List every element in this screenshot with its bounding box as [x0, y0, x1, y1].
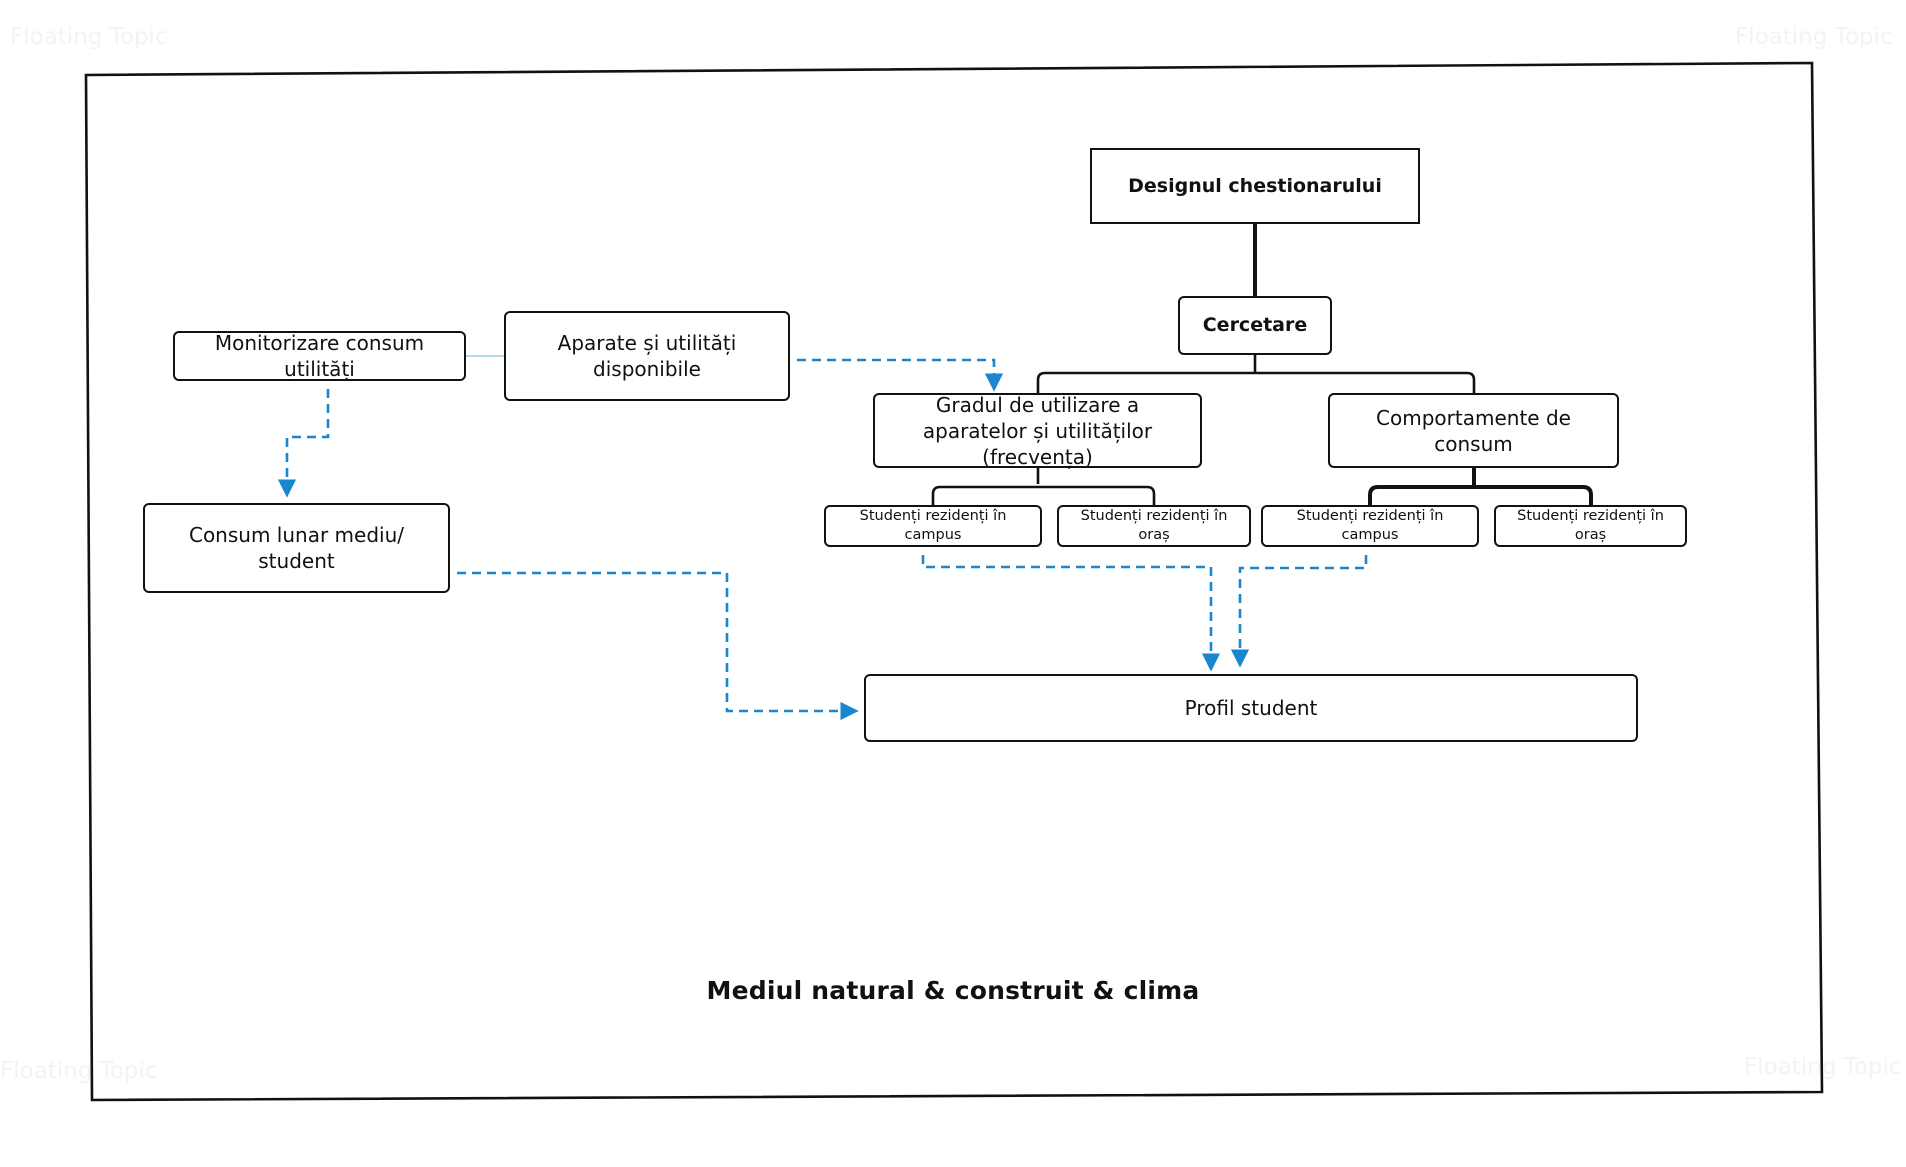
node-questionnaire-design[interactable]: Designul chestionarului: [1090, 148, 1420, 224]
node-student-profile-label: Profil student: [1184, 696, 1318, 720]
ghost-label-bottom-right: Floating Topic: [1744, 1054, 1902, 1080]
node-behaviour-campus-residents[interactable]: Studenți rezidenți în campus: [1261, 505, 1479, 547]
appliances-to-usage-arrow: [797, 358, 1004, 392]
node-research[interactable]: Cercetare: [1178, 296, 1332, 355]
node-usage-city-residents[interactable]: Studenți rezidenți în oraș: [1057, 505, 1251, 547]
node-usage-city-residents-label: Studenți rezidenți în oraș: [1080, 508, 1228, 543]
node-consumption-behaviour-label: Comportamente de consum: [1376, 406, 1571, 456]
monthly-to-profile-arrow: [457, 571, 859, 721]
campus-to-profile-arrow: [921, 555, 1221, 672]
node-questionnaire-design-label: Designul chestionarului: [1128, 174, 1382, 197]
ghost-label-top-right: Floating Topic: [1735, 24, 1893, 50]
node-behaviour-city-residents-label: Studenți rezidenți în oraș: [1517, 508, 1664, 543]
node-monthly-consumption[interactable]: Consum lunar mediu/ student: [143, 503, 450, 593]
ghost-label-bottom-left: Floating Topic: [0, 1058, 158, 1084]
research-to-children-line: [1036, 355, 1476, 394]
campus2-to-profile-arrow: [1230, 555, 1368, 668]
usage-to-residents-line: [931, 467, 1156, 506]
node-student-profile[interactable]: Profil student: [864, 674, 1638, 742]
node-appliances[interactable]: Aparate și utilități disponibile: [504, 311, 790, 401]
node-behaviour-campus-residents-label: Studenți rezidenți în campus: [1296, 508, 1444, 543]
node-consumption-behaviour[interactable]: Comportamente de consum: [1328, 393, 1619, 468]
node-usage-campus-residents[interactable]: Studenți rezidenți în campus: [824, 505, 1042, 547]
dashed-arrows: [277, 358, 1368, 721]
node-appliances-label: Aparate și utilități disponibile: [557, 331, 737, 381]
node-monthly-consumption-label: Consum lunar mediu/ student: [188, 523, 404, 573]
node-monitoring-label: Monitorizare consum utilități: [214, 331, 425, 381]
monitoring-to-monthly-arrow: [277, 389, 330, 498]
node-usage-degree[interactable]: Gradul de utilizare a aparatelor și util…: [873, 392, 1202, 469]
node-behaviour-city-residents[interactable]: Studenți rezidenți în oraș: [1494, 505, 1687, 547]
node-usage-degree-label: Gradul de utilizare a aparatelor și util…: [922, 392, 1153, 469]
node-research-label: Cercetare: [1202, 314, 1308, 337]
node-monitoring[interactable]: Monitorizare consum utilități: [173, 331, 466, 381]
ghost-label-top-left: Floating Topic: [10, 24, 168, 50]
hierarchy-connectors: [465, 223, 1593, 508]
behaviour-to-residents-line: [1368, 467, 1593, 508]
node-usage-campus-residents-label: Studenți rezidenți în campus: [859, 508, 1007, 543]
environment-title: Mediul natural & construit & clima: [706, 976, 1200, 1005]
environment-frame: [84, 61, 1824, 1102]
